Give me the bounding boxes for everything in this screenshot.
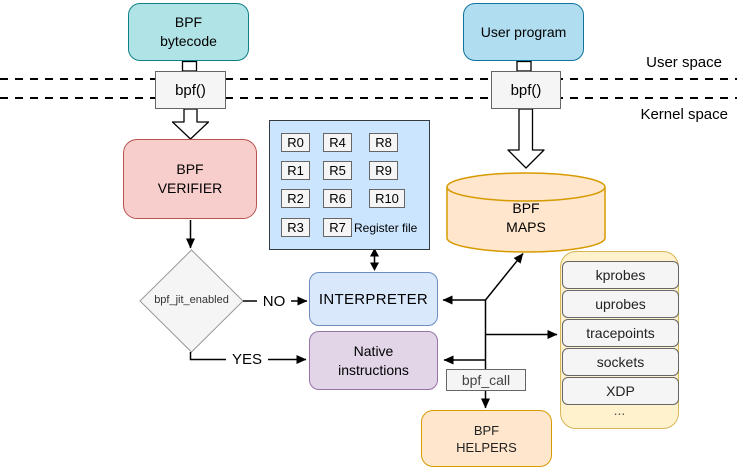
node-bpf-helpers-line2: HELPERS <box>456 439 517 455</box>
syscall-box-left-label: bpf() <box>175 81 206 99</box>
bytecode-connector <box>181 60 198 72</box>
register-r6: R6 <box>323 189 352 208</box>
node-bpf-bytecode: BPF bytecode <box>128 3 249 61</box>
syscall-to-verifier-arrow <box>171 108 210 140</box>
node-native-line2: instructions <box>338 361 409 378</box>
syscall-to-maps-arrow <box>507 108 545 169</box>
user-space-label: User space <box>646 54 722 71</box>
jit-decision-label: bpf_jit_enabled <box>154 294 229 306</box>
node-bpf-verifier: BPF VERIFIER <box>123 139 257 219</box>
node-interpreter-label: INTERPRETER <box>318 290 429 308</box>
node-bpf-verifier-line2: VERIFIER <box>157 180 223 196</box>
node-interpreter: INTERPRETER <box>309 272 438 326</box>
node-bpf-helpers: BPF HELPERS <box>421 410 552 467</box>
syscall-box-left: bpf() <box>155 71 226 109</box>
hook-item-tracepoints: tracepoints <box>562 319 679 347</box>
node-native-line1: Native <box>353 342 394 359</box>
register-r9: R9 <box>369 161 398 180</box>
no-branch-label: NO <box>257 293 291 310</box>
register-r3: R3 <box>281 218 310 237</box>
register-r10: R10 <box>369 189 405 208</box>
register-r0: R0 <box>281 133 310 152</box>
register-r4: R4 <box>323 133 352 152</box>
register-r5: R5 <box>323 161 352 180</box>
hook-points-panel: kprobes uprobes tracepoints sockets XDP … <box>560 251 679 429</box>
node-bpf-bytecode-line1: BPF <box>174 14 203 30</box>
kernel-space-label: Kernel space <box>640 106 728 123</box>
node-native-instructions: Native instructions <box>309 331 438 390</box>
register-r8: R8 <box>369 133 398 152</box>
node-user-program-label: User program <box>480 23 567 40</box>
syscall-box-right: bpf() <box>491 71 561 109</box>
hook-item-kprobes: kprobes <box>562 261 679 289</box>
node-bpf-maps-label: BPF MAPS <box>447 199 605 237</box>
node-bpf-maps-line1: BPF <box>512 200 540 216</box>
node-bpf-maps-line2: MAPS <box>506 219 546 235</box>
hook-item-sockets: sockets <box>562 348 679 376</box>
bpf-call-tag-label: bpf_call <box>461 371 511 388</box>
maps-cylinder <box>446 172 606 253</box>
node-bpf-bytecode-line2: bytecode <box>160 33 217 49</box>
hook-item-xdp: XDP <box>562 377 679 405</box>
yes-branch-label: YES <box>226 351 268 368</box>
bpf-call-tag: bpf_call <box>446 369 526 391</box>
register-file-caption: Register file <box>354 221 418 235</box>
register-r1: R1 <box>281 161 310 180</box>
node-user-program: User program <box>463 3 584 61</box>
userprog-connector <box>516 60 532 72</box>
syscall-box-right-label: bpf() <box>510 81 542 99</box>
register-file-panel: R0 R1 R2 R3 R4 R5 R6 R7 R8 R9 R10 Regist… <box>269 120 430 250</box>
node-bpf-helpers-line1: BPF <box>473 422 500 438</box>
hook-item-ellipsis: ... <box>613 402 626 418</box>
node-bpf-verifier-line1: BPF <box>176 161 204 177</box>
hook-item-uprobes: uprobes <box>562 290 679 318</box>
runtime-junction-lines <box>442 253 558 409</box>
register-r2: R2 <box>281 189 310 208</box>
register-r7: R7 <box>323 218 352 237</box>
regfile-interpreter-double-arrow <box>370 248 379 271</box>
